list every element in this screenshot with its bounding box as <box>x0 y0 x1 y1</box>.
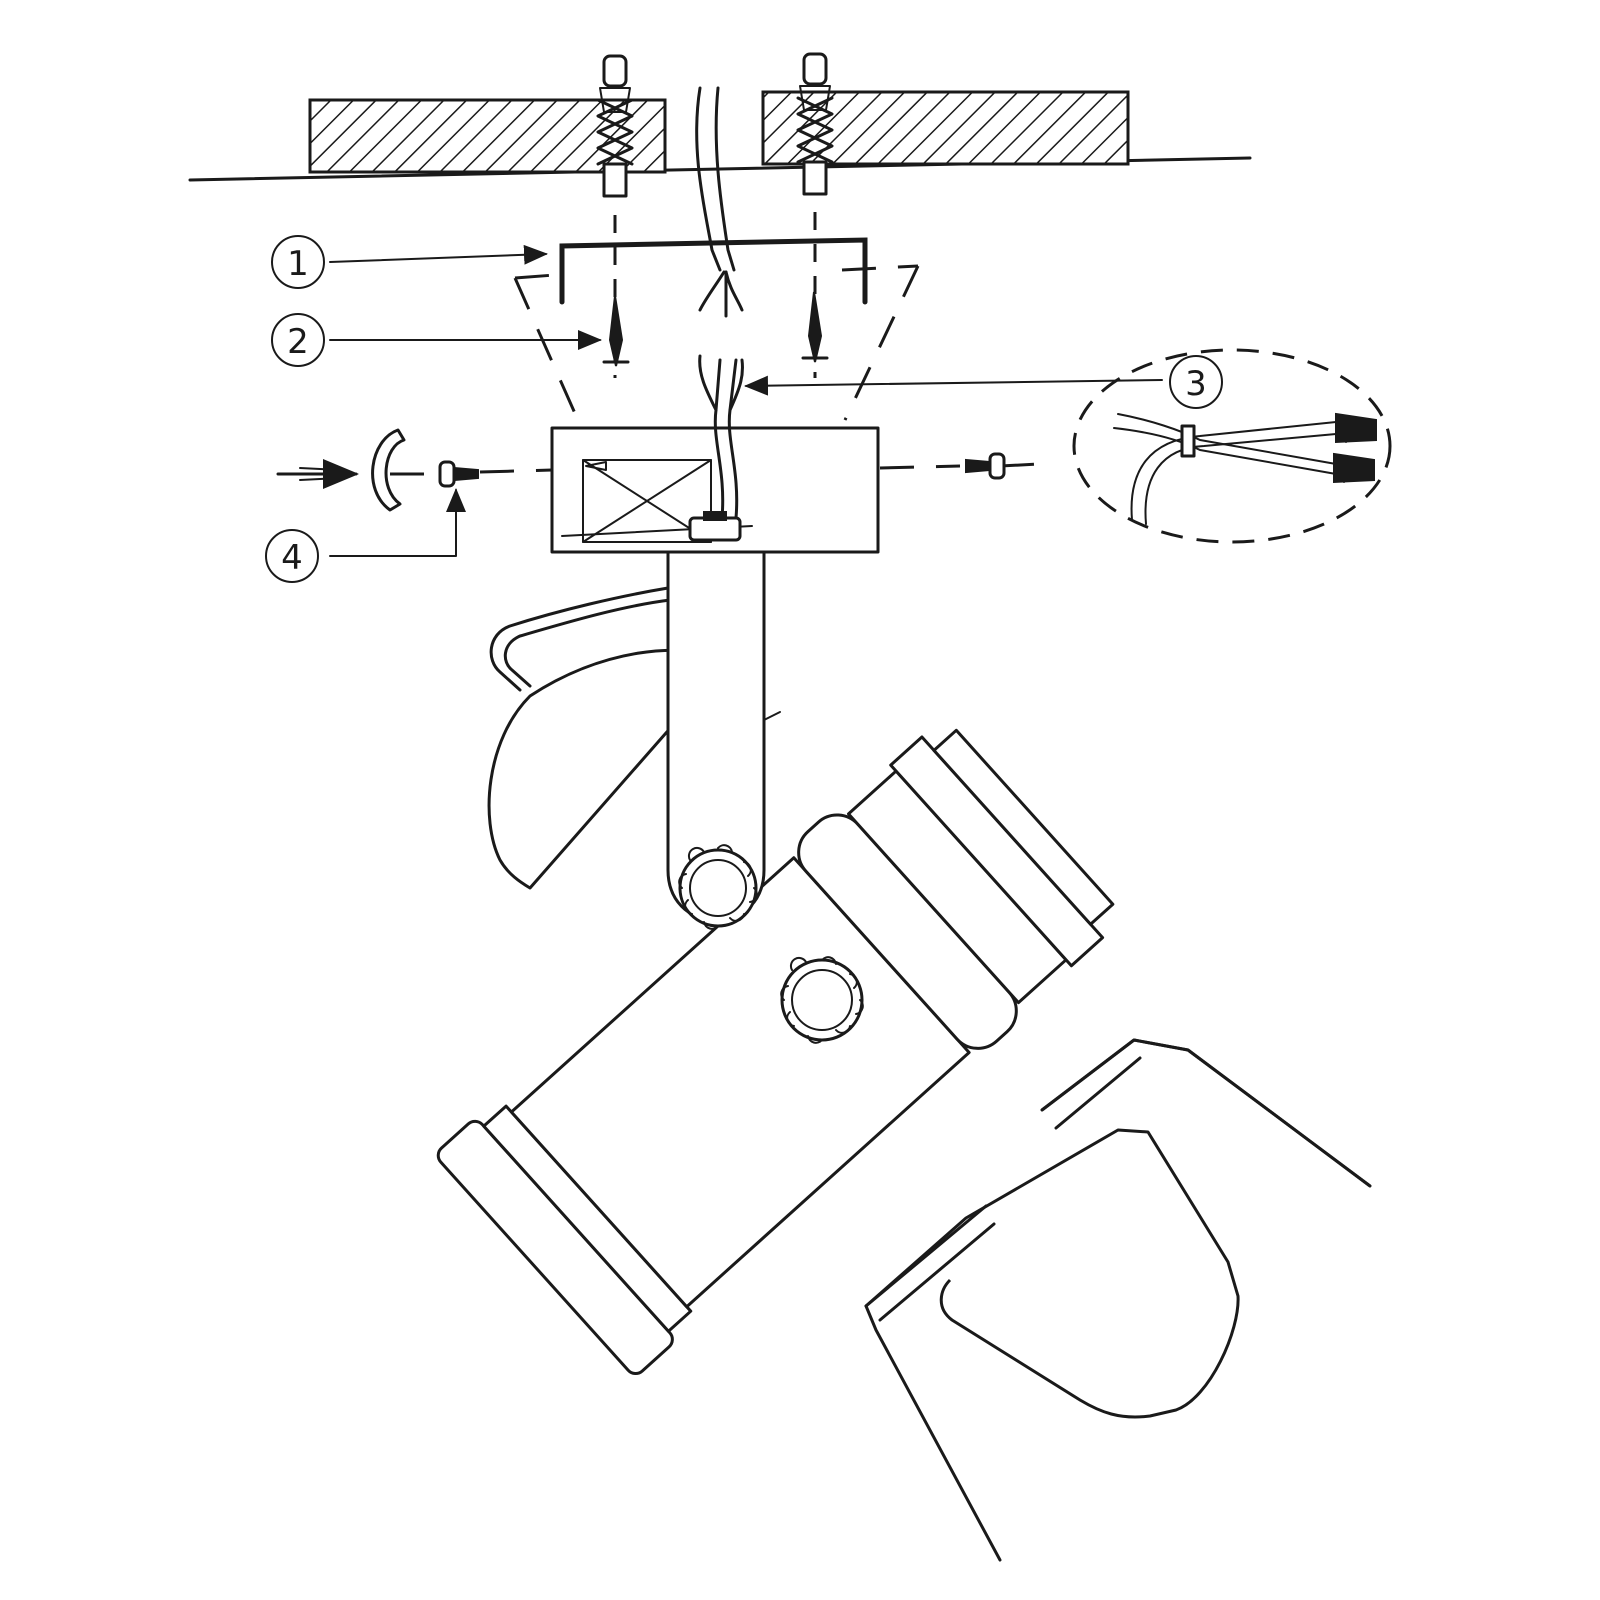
fixing-screw-left <box>438 460 479 488</box>
wire-connector-detail <box>1072 348 1392 544</box>
fixing-axis <box>390 462 1041 476</box>
callout-leaders <box>329 244 1163 557</box>
ceiling-joist-right <box>761 90 1130 166</box>
ceiling <box>188 90 1252 182</box>
fixing-screw-right <box>965 452 1006 480</box>
wall-anchor-right <box>796 52 834 196</box>
callout-3-label: 3 <box>1185 364 1207 404</box>
focus-knob <box>780 956 864 1044</box>
barn-door-lower <box>865 1128 1240 1419</box>
tilt-knob <box>678 844 758 930</box>
callout-2: 2 <box>271 313 325 367</box>
callout-2-label: 2 <box>287 322 309 362</box>
callout-4: 4 <box>265 529 319 583</box>
spotlight-cable <box>489 586 670 692</box>
mains-cable <box>695 86 744 318</box>
spotlight <box>436 550 1372 1562</box>
screw-right <box>801 291 829 363</box>
canopy-box <box>550 426 880 554</box>
callout-4-label: 4 <box>281 538 303 578</box>
callout-1-label: 1 <box>287 244 309 284</box>
lamp-wires <box>698 354 744 520</box>
fixing-arrow-left <box>276 459 359 489</box>
callout-3: 3 <box>1169 355 1223 409</box>
screw-left <box>602 295 630 367</box>
callout-1: 1 <box>271 235 325 289</box>
mounting-bracket <box>559 237 868 305</box>
retaining-clip <box>371 428 406 512</box>
wall-anchor-left <box>596 54 634 198</box>
